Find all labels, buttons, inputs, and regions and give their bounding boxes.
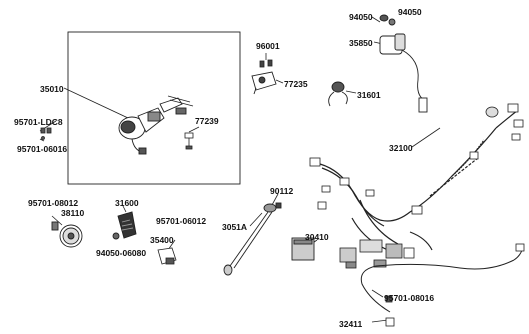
label-94050-b: 94050 <box>398 7 422 17</box>
leader-94050 <box>371 16 381 23</box>
bracket-35400 <box>157 247 177 265</box>
harness-connectors <box>309 103 524 269</box>
label-95701-06016: 95701-06016 <box>17 144 68 154</box>
label-77235: 77235 <box>284 79 308 89</box>
screws-96001 <box>259 59 273 68</box>
label-35400: 35400 <box>150 235 174 245</box>
label-31601: 31601 <box>357 90 381 100</box>
leader-38110 <box>51 215 63 226</box>
label-95701-06012: 95701-06012 <box>156 216 207 226</box>
label-3051a: 3051A <box>222 222 248 232</box>
label-30410: 30410 <box>305 232 329 242</box>
key-77239 <box>184 132 194 150</box>
label-32100: 32100 <box>389 143 413 153</box>
label-95701-ldc8: 95701-LDC8 <box>14 117 63 127</box>
label-32411: 32411 <box>339 319 363 329</box>
ignition-group-frame <box>67 31 241 185</box>
leader-77239 <box>188 126 200 133</box>
leader-77235 <box>275 79 284 84</box>
sensor-3051a <box>223 202 282 276</box>
leader-90112 <box>271 193 279 206</box>
leader-32100 <box>411 127 441 148</box>
module-30410 <box>291 237 315 261</box>
regulator-31600 <box>112 211 137 240</box>
label-35010: 35010 <box>40 84 64 94</box>
sensor-31601 <box>328 81 348 107</box>
leader-31601 <box>345 90 357 94</box>
label-31600: 31600 <box>115 198 139 208</box>
leader-32411 <box>371 319 389 323</box>
wire-32411-terminals <box>385 243 525 327</box>
label-94050-a: 94050 <box>349 12 373 22</box>
ignition-switch <box>118 95 194 155</box>
label-38110: 38110 <box>61 208 85 218</box>
label-90112: 90112 <box>270 186 294 196</box>
horn-38110 <box>51 221 83 248</box>
leader-31600 <box>122 205 127 213</box>
label-77239: 77239 <box>195 116 219 126</box>
label-95701-08012: 95701-08012 <box>28 198 79 208</box>
relay-35850 <box>379 14 428 113</box>
screws-left <box>40 127 52 140</box>
wiring-harness-32100 <box>319 109 519 251</box>
bracket-77235 <box>251 71 277 95</box>
leader-95701-08016 <box>371 289 384 298</box>
label-95701-08016: 95701-08016 <box>384 293 435 303</box>
label-96001: 96001 <box>256 41 280 51</box>
leader-95701-06016 <box>39 138 45 142</box>
leader-3051a <box>249 212 263 227</box>
label-35850: 35850 <box>349 38 373 48</box>
leader-35010 <box>63 87 129 119</box>
label-94050-06080: 94050-06080 <box>96 248 147 258</box>
